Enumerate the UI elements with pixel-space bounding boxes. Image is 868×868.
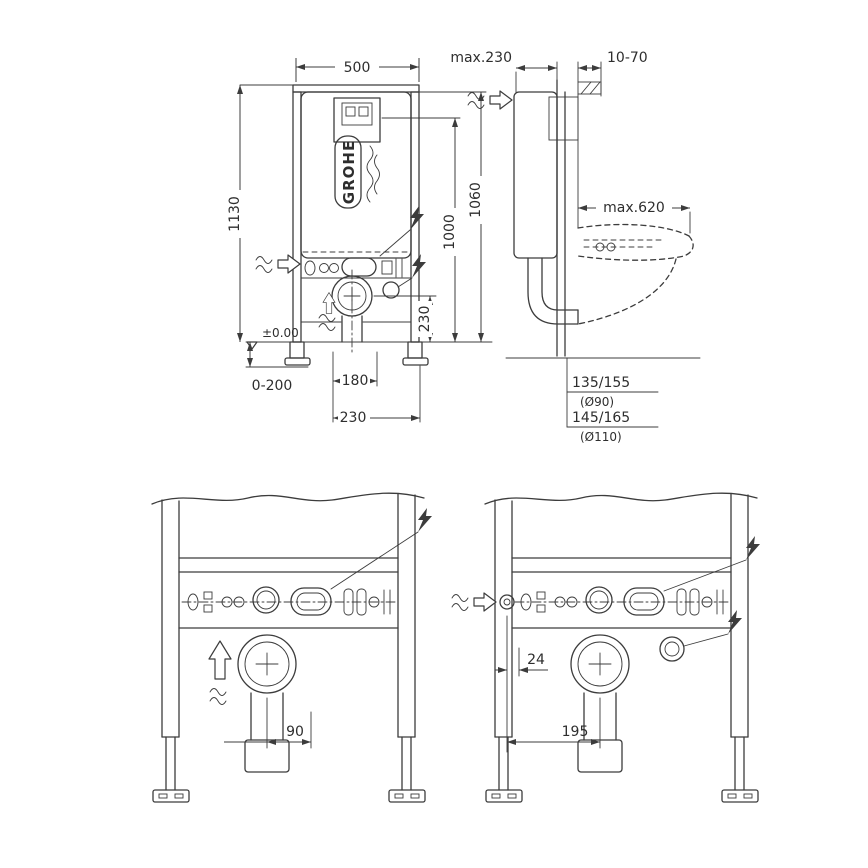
supply-port	[304, 260, 316, 276]
flush-outlet	[623, 587, 665, 616]
dim-foot-adjust: 0-200	[245, 342, 309, 394]
flex-hose-icon	[318, 314, 336, 331]
inlet-fitting	[585, 586, 613, 614]
dim-height: 1130	[227, 84, 294, 342]
drain-socket	[570, 634, 630, 694]
left-foot-plate	[485, 789, 523, 803]
level-label: ±0.00	[262, 326, 299, 340]
dim-drain-offset-label: 90	[286, 724, 304, 740]
flex-hose-icon	[209, 688, 227, 705]
drain-socket	[237, 634, 297, 694]
connection-socket	[382, 281, 400, 299]
dim-width-label: 500	[344, 60, 371, 76]
lightning-icon	[410, 206, 424, 230]
dim-offset-a: 180	[332, 351, 378, 423]
wc-bowl-outline	[577, 223, 694, 325]
detail-right-view: 24 195	[452, 492, 760, 803]
lightning-icon	[418, 508, 432, 532]
outlet-labels: 135/155 (Ø90) 145/165 (Ø110)	[566, 357, 659, 444]
dim-bowl-depth-label: max.620	[603, 200, 665, 216]
break-line	[484, 492, 758, 505]
dim-offset-b: 230	[333, 365, 421, 426]
dim-top-height: 1060	[418, 91, 487, 342]
dim-width: 500	[295, 58, 420, 82]
dim-wall-finish-label: 10-70	[607, 50, 648, 66]
flush-outlet	[341, 257, 377, 277]
right-foot-plate	[721, 789, 759, 803]
wall-finish-layer	[577, 81, 602, 95]
dim-offset-b-label: 230	[340, 410, 367, 426]
water-supply-icon	[468, 91, 512, 109]
dim-foot-adjust-label: 0-200	[252, 378, 293, 394]
side-view: max.230 10-70	[450, 50, 701, 444]
dim-drain-offset: 90	[224, 697, 312, 749]
break-line	[151, 492, 425, 505]
brand-logo-text: GROHE	[340, 140, 358, 204]
dim-depth: max.230	[450, 50, 558, 93]
dim-drain-offset: 195	[507, 697, 601, 749]
dim-height-label: 1130	[227, 196, 243, 232]
outlet-small-diameter: (Ø90)	[580, 395, 614, 409]
dim-outlet-height: 230	[373, 295, 437, 342]
lightning-icon	[728, 610, 742, 634]
dim-top-height-label: 1060	[468, 182, 484, 218]
drain-pipe-side	[527, 257, 579, 325]
outlet-large-label: 145/165	[572, 410, 630, 426]
right-foot	[407, 341, 423, 359]
dim-outlet-height-label: 230	[417, 306, 433, 333]
detail-left-view: 90	[151, 492, 432, 803]
dim-wall-finish: 10-70	[577, 50, 648, 97]
grohe-wave-icon	[366, 145, 374, 203]
electrical-connector	[659, 636, 685, 662]
frame-left-rail	[292, 91, 302, 343]
left-foot-plate	[152, 789, 190, 803]
dim-flush-height: 1000	[381, 117, 461, 342]
outlet-large-diameter: (Ø110)	[580, 430, 622, 444]
drain-bend	[331, 275, 373, 317]
right-foot-plate	[388, 789, 426, 803]
inspection-shaft	[333, 97, 381, 143]
dim-flush-height-label: 1000	[442, 214, 458, 250]
dim-port-offset-label: 24	[527, 652, 545, 668]
water-supply-icon	[452, 593, 496, 611]
brand-logo: GROHE	[334, 135, 380, 209]
inlet-fitting	[252, 586, 280, 614]
frame-top-bar	[292, 84, 420, 93]
dim-bowl-depth: max.620	[578, 200, 691, 234]
dim-port-offset: 24	[495, 615, 548, 753]
left-foot	[289, 341, 305, 359]
dim-drain-offset-label: 195	[562, 724, 589, 740]
supply-port	[499, 594, 515, 610]
dim-depth-label: max.230	[450, 50, 512, 66]
front-view: GROHE ±0.00	[227, 58, 493, 426]
shaft-side	[548, 96, 579, 141]
cistern-side	[513, 91, 558, 259]
outlet-small-label: 135/155	[572, 375, 630, 391]
flush-outlet	[290, 587, 332, 616]
insert-up-arrow-icon	[208, 640, 232, 680]
dim-offset-a-label: 180	[342, 373, 369, 389]
